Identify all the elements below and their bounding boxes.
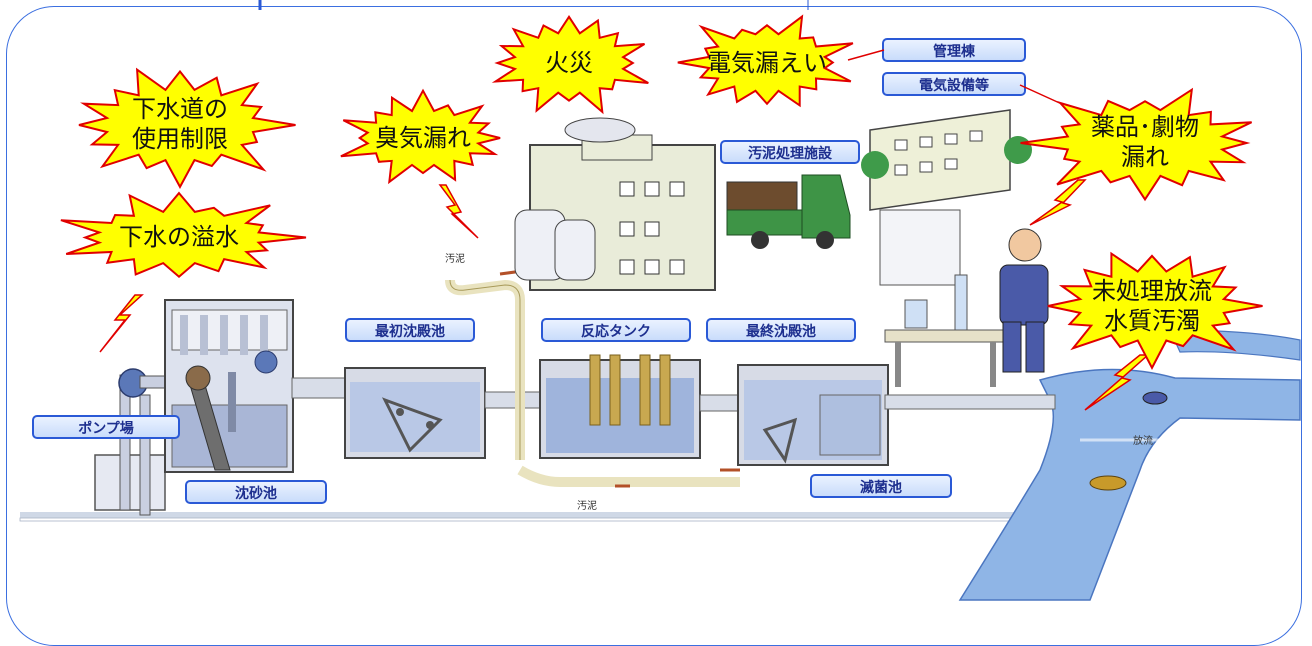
label-disinfection: 滅菌池 [810,474,952,498]
hazard-burst-sewer-restriction: 下水道の 使用制限 [60,60,300,190]
label-electrical: 電気設備等 [882,72,1026,96]
label-primary-settling: 最初沈殿池 [345,318,475,342]
burst-shape [491,14,649,115]
hazard-burst-odor: 臭気漏れ [332,88,514,188]
burst-polygon [677,14,854,108]
dump-truck [726,174,851,249]
hazard-burst-untreated-discharge: 未処理放流 水質汚濁 [1034,242,1270,370]
hazard-text: 未処理放流 水質汚濁 [1034,276,1270,336]
grit-chamber [164,299,348,473]
hazard-text: 火災 [545,49,593,77]
hazard-line: 薬品･劇物 [1091,113,1199,141]
burst-polygon [340,88,501,185]
label-final-settling: 最終沈殿池 [706,318,856,342]
hazard-burst-overflow: 下水の溢水 [48,190,310,285]
ground-pipe [20,512,1090,518]
hazard-burst-fire: 火災 [480,8,658,118]
lab-worker [999,228,1049,373]
lightning-icon [1084,354,1150,411]
burst-polygon [78,67,296,190]
hazard-text: 臭気漏れ [375,124,471,152]
hazard-line: 未処理放流 [1092,277,1212,305]
label-grit-chamber: 沈砂池 [185,480,327,504]
hazard-text: 電気漏えい [707,49,827,77]
plant-illustration [19,0,1301,601]
label-pump-station: ポンプ場 [32,415,180,439]
pump-station [94,368,181,516]
label-admin-building: 管理棟 [882,38,1026,62]
burst-shape [78,67,296,190]
burst-shape [340,88,501,185]
final-settling-tank [737,364,1056,466]
label-reaction-tank: 反応タンク [541,318,691,342]
hazard-burst-electric-leak: 電気漏えい [672,10,862,115]
burst-shape [1020,87,1253,202]
sludge-text-top: 汚泥 [445,254,465,265]
river [958,368,1301,601]
hazard-line: 下水道の [132,95,228,123]
burst-shape [677,14,854,108]
burst-shape [60,191,307,279]
hazard-line: 漏れ [1121,143,1169,171]
fish-2 [1142,391,1168,405]
admin-building [861,109,1032,211]
primary-settling-tank [344,367,541,459]
burst-polygon [491,14,649,115]
hazard-text: 下水の溢水 [119,223,239,251]
sludge-text-bottom: 汚泥 [577,501,597,512]
lightning-icon [1029,179,1087,226]
hazard-text: 下水道の 使用制限 [60,94,300,154]
fish [1089,475,1127,491]
burst-polygon [60,191,307,279]
sludge-building [514,117,716,291]
lightning-icon [438,184,479,239]
burst-shape [1047,251,1263,370]
lightning-icon [99,294,144,353]
burst-polygon [1047,251,1263,370]
hazard-line: 水質汚濁 [1104,307,1200,335]
lab-bench [879,209,1006,387]
label-sludge-facility: 汚泥処理施設 [720,140,860,164]
hazard-text: 薬品･劇物 漏れ [1018,112,1272,172]
reaction-tank [539,354,741,459]
hazard-line: 使用制限 [132,125,228,153]
hazard-burst-chemical-leak: 薬品･劇物 漏れ [1018,82,1272,204]
burst-polygon [1020,87,1253,202]
outflow-text: 放流 [1133,436,1153,447]
